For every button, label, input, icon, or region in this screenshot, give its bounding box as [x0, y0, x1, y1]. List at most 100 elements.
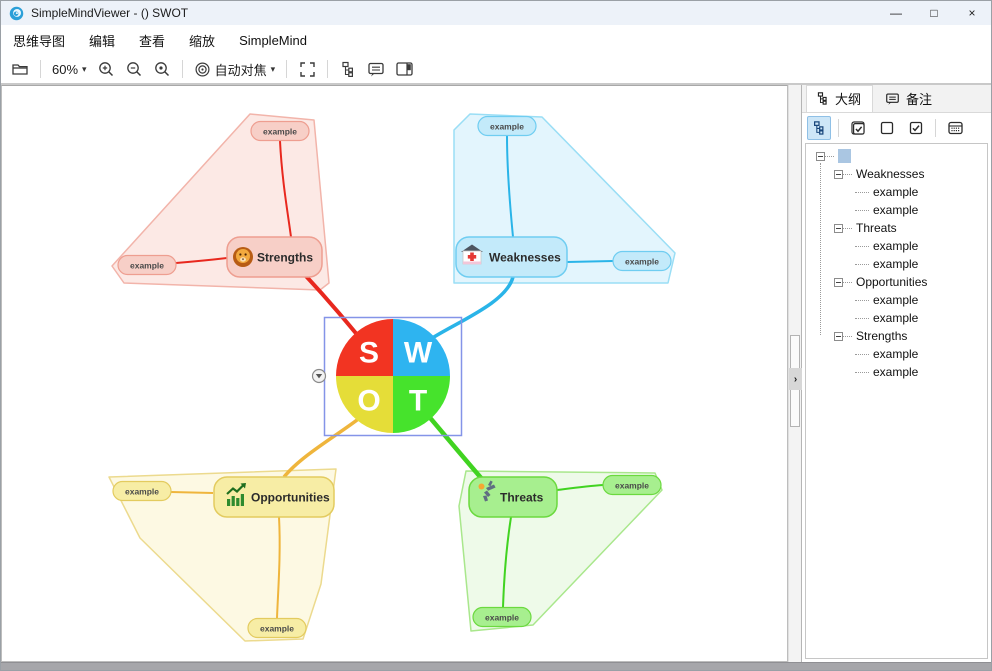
tree-connector — [825, 155, 834, 157]
tree-row-example[interactable]: example — [806, 255, 987, 273]
zoom-reset-button[interactable] — [149, 57, 175, 81]
open-file-button[interactable] — [7, 57, 33, 81]
side-panel: 大纲 备注 — [801, 85, 991, 662]
collapse-expander-icon[interactable] — [834, 223, 843, 233]
tree-item-label[interactable]: example — [873, 203, 919, 217]
tree-item-label[interactable]: Opportunities — [856, 275, 928, 289]
minimize-button[interactable]: — — [890, 6, 902, 20]
menu-mindmap[interactable]: 思维导图 — [13, 33, 66, 49]
strengths-example1-link — [279, 140, 292, 238]
tab-outline[interactable]: 大纲 — [806, 85, 874, 112]
collapse-expander-icon[interactable] — [834, 277, 843, 287]
tree-row-example[interactable]: example — [806, 363, 987, 381]
check-all-button[interactable] — [904, 116, 928, 140]
toggle-outline-button[interactable] — [335, 57, 361, 81]
tree-row-example[interactable]: example — [806, 345, 987, 363]
collapse-handle[interactable] — [311, 368, 327, 384]
tab-outline-label: 大纲 — [835, 92, 862, 107]
tree-connector — [855, 371, 869, 373]
tree-item-label[interactable]: example — [873, 293, 919, 307]
toolbar-separator — [286, 60, 288, 78]
tree-row-example[interactable]: example — [806, 183, 987, 201]
stacked-checkbox-icon — [850, 120, 865, 135]
strengths-node[interactable]: Strengths — [226, 236, 323, 278]
toggle-side-panel-button[interactable] — [391, 57, 418, 81]
tree-connector — [843, 173, 852, 175]
tree-row-topic[interactable]: Threats — [806, 219, 987, 237]
strengths-example-node-1[interactable]: example — [250, 120, 310, 142]
tree-item-label[interactable]: example — [873, 257, 919, 271]
menu-edit[interactable]: 编辑 — [89, 33, 116, 49]
toggle-notes-button[interactable] — [363, 57, 389, 81]
outline-tree-icon — [342, 61, 354, 77]
tree-item-label[interactable]: Strengths — [856, 329, 908, 343]
menu-simplemind[interactable]: SimpleMind — [239, 32, 307, 48]
menu-zoom[interactable]: 缩放 — [189, 33, 216, 49]
vertical-scrollbar[interactable]: › — [788, 85, 802, 662]
opportunities-example-node-1[interactable]: example — [112, 480, 172, 502]
svg-text:example: example — [130, 261, 164, 271]
opportunities-example-node-2[interactable]: example — [247, 617, 307, 639]
tree-row-topic[interactable]: Opportunities — [806, 273, 987, 291]
outline-tree-icon — [814, 121, 824, 135]
threats-example-node-2[interactable]: example — [472, 606, 532, 628]
tree-row-example[interactable]: example — [806, 291, 987, 309]
menu-view[interactable]: 查看 — [139, 33, 166, 49]
checkbox-list-button[interactable] — [846, 116, 870, 140]
zoom-in-button[interactable] — [93, 57, 119, 81]
maximize-button[interactable]: □ — [930, 6, 938, 20]
tree-connector — [855, 209, 869, 211]
opportunities-node[interactable]: Opportunities — [213, 476, 335, 518]
tree-connector — [855, 299, 869, 301]
tree-item-label[interactable]: example — [873, 239, 919, 253]
root-node-selected[interactable] — [838, 149, 851, 163]
toolbar-separator — [327, 60, 329, 78]
autofocus-dropdown[interactable]: 自动对焦 ▾ — [190, 57, 280, 81]
zoom-out-button[interactable] — [121, 57, 147, 81]
horizontal-scrollbar[interactable] — [1, 662, 991, 670]
collapse-expander-icon[interactable] — [816, 151, 825, 161]
tree-item-label[interactable]: example — [873, 347, 919, 361]
collapse-expander-icon[interactable] — [834, 169, 843, 179]
svg-text:example: example — [615, 481, 649, 491]
tree-item-label[interactable]: Weaknesses — [856, 167, 925, 181]
tree-row-example[interactable]: example — [806, 309, 987, 327]
weaknesses-node[interactable]: Weaknesses — [455, 236, 568, 278]
svg-text:example: example — [125, 487, 159, 497]
tree-item-label[interactable]: example — [873, 365, 919, 379]
tree-connector — [843, 335, 852, 337]
toolbar: 60% ▾ — [1, 55, 991, 85]
tree-row-example[interactable]: example — [806, 237, 987, 255]
tree-item-label[interactable]: example — [873, 185, 919, 199]
window-title: SimpleMindViewer - () SWOT — [31, 6, 189, 20]
tree-connector — [843, 227, 852, 229]
threats-node[interactable]: Threats — [468, 476, 558, 518]
folder-open-icon — [12, 64, 28, 75]
autofocus-label: 自动对焦 — [214, 62, 267, 78]
threats-example-node-1[interactable]: example — [602, 474, 662, 496]
panel-splitter-button[interactable]: › — [789, 368, 802, 390]
central-swot-node[interactable]: S W O T — [336, 319, 450, 433]
empty-checkbox-icon — [880, 121, 894, 135]
toolbar-separator — [838, 119, 839, 137]
mindmap-canvas[interactable]: example example example example — [1, 85, 788, 662]
collapse-expander-icon[interactable] — [834, 331, 843, 341]
note-icon — [886, 92, 899, 105]
tree-row-topic[interactable]: Strengths — [806, 327, 987, 345]
uncheck-all-button[interactable] — [875, 116, 899, 140]
tree-row-root[interactable] — [806, 147, 987, 165]
tree-group: Weaknesses example example — [806, 165, 987, 219]
tree-item-label[interactable]: example — [873, 311, 919, 325]
outline-view-button[interactable] — [807, 116, 831, 140]
date-grid-button[interactable] — [943, 116, 967, 140]
weaknesses-example-node-2[interactable]: example — [612, 250, 672, 272]
fullscreen-button[interactable] — [294, 57, 320, 81]
tree-row-example[interactable]: example — [806, 201, 987, 219]
tab-notes[interactable]: 备注 — [875, 85, 944, 112]
zoom-level-dropdown[interactable]: 60% ▾ — [48, 57, 91, 81]
tree-row-topic[interactable]: Weaknesses — [806, 165, 987, 183]
close-button[interactable]: × — [968, 6, 976, 20]
tree-item-label[interactable]: Threats — [856, 221, 897, 235]
strengths-example-node-2[interactable]: example — [117, 254, 177, 276]
weaknesses-example-node-1[interactable]: example — [477, 115, 537, 137]
